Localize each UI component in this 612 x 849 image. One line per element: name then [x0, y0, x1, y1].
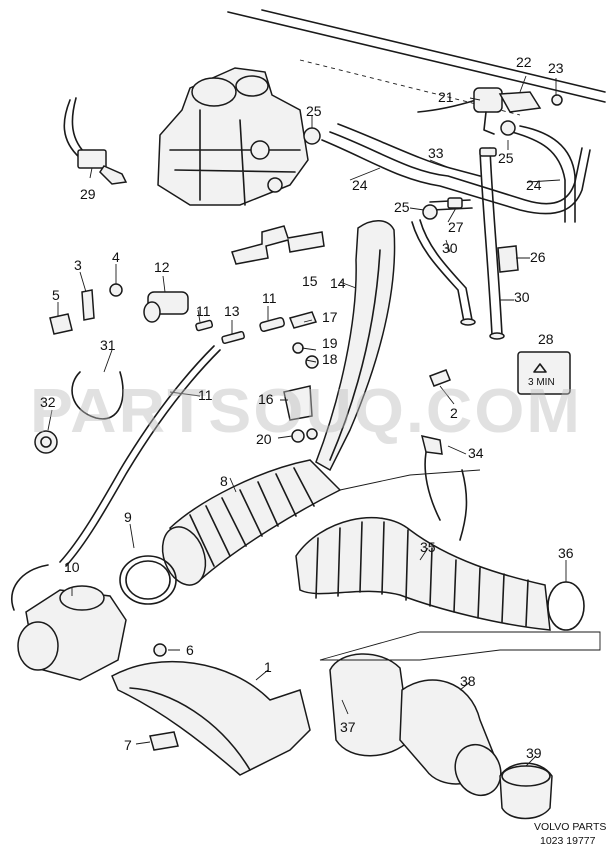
callout-label: 11: [262, 290, 277, 306]
callout-label: 38: [460, 673, 476, 689]
part-28-label-badge: [517, 351, 571, 395]
callout-label: 24: [526, 177, 542, 193]
callout-label: 3: [74, 257, 82, 273]
callout-label: 20: [256, 431, 272, 447]
callout-label: 18: [322, 351, 338, 367]
callout-label: 2: [450, 405, 458, 421]
callout-label: 30: [442, 240, 458, 256]
callout-label: 27: [448, 219, 464, 235]
part-36-hose-clamp: [547, 581, 585, 631]
callout-label: 4: [112, 249, 120, 265]
callout-label: 34: [468, 445, 484, 461]
callout-label: 33: [428, 145, 444, 161]
callout-label: 35: [420, 539, 436, 555]
callout-label: 23: [548, 60, 564, 76]
part-1-air-intake-housing: [111, 660, 311, 776]
footer-codes: 1023 19777: [540, 835, 596, 847]
callout-label: 14: [330, 275, 346, 291]
callout-label: 19: [322, 335, 338, 351]
part-11-vacuum-hose: [59, 345, 221, 567]
callout-label: 37: [340, 719, 356, 735]
watermark: PARTSOUQ.COM: [30, 377, 582, 446]
callout-label: 36: [558, 545, 574, 561]
part-6-7-fasteners: [149, 643, 179, 751]
callout-label: 39: [526, 745, 542, 761]
part-31-32-clips: [34, 371, 124, 454]
part-21-22-23-valve: [417, 87, 563, 135]
part-14-air-duct: [315, 220, 396, 472]
callout-label: 5: [52, 287, 60, 303]
footer-brand: VOLVO PARTS: [534, 821, 606, 833]
callout-label: 17: [322, 309, 338, 325]
callout-label: 12: [154, 259, 170, 275]
part-24-33-vacuum-hoses: [321, 123, 591, 223]
callout-label: 1: [264, 659, 272, 675]
part-8-corrugated-hose: [161, 459, 342, 586]
callout-label: 29: [80, 186, 96, 202]
part-15-bracket: [231, 225, 325, 265]
callout-labels: 1 2 3 4 5 6 7 8 9 10 11 11 11 12 13 14 1…: [40, 54, 574, 761]
carburettor: [157, 67, 309, 206]
callout-label: 31: [100, 337, 116, 353]
callout-label: 16: [258, 391, 274, 407]
assembly-group-outline: [319, 469, 601, 661]
callout-label: 28: [538, 331, 554, 347]
callout-label: 25: [394, 199, 410, 215]
callout-label: 25: [498, 150, 514, 166]
part-34-strap: [420, 435, 468, 541]
part-30-hoses: [411, 147, 505, 340]
callout-label: 15: [302, 273, 318, 289]
part-9-hose-clamp: [119, 555, 177, 605]
callout-label: 32: [40, 394, 56, 410]
callout-label: 24: [352, 177, 368, 193]
callout-label: 22: [516, 54, 532, 70]
badge-label: 3 MIN: [528, 377, 555, 388]
callout-label: 10: [64, 559, 80, 575]
callout-label: 6: [186, 642, 194, 658]
callout-label: 21: [438, 89, 454, 105]
part-35-corrugated-hose: [295, 516, 551, 631]
leader-lines: [47, 75, 567, 767]
callout-label: 13: [224, 303, 240, 319]
callout-label: 7: [124, 737, 132, 753]
part-10-thermostat-valve: [11, 564, 127, 681]
part-37-38-39-pipes: [329, 653, 553, 820]
body-panel-outline: [227, 9, 606, 116]
callout-label: 9: [124, 509, 132, 525]
callout-label: 30: [514, 289, 530, 305]
small-fittings: [49, 283, 451, 443]
hose-clamps: [303, 120, 519, 273]
callout-label: 8: [220, 473, 228, 489]
warning-triangle-icon: [533, 363, 547, 373]
callout-label: 11: [196, 303, 211, 319]
part-29-temperature-sensor: [63, 97, 128, 185]
callout-label: 26: [530, 249, 546, 265]
callout-label: 25: [306, 103, 322, 119]
callout-label: 11: [198, 387, 213, 403]
